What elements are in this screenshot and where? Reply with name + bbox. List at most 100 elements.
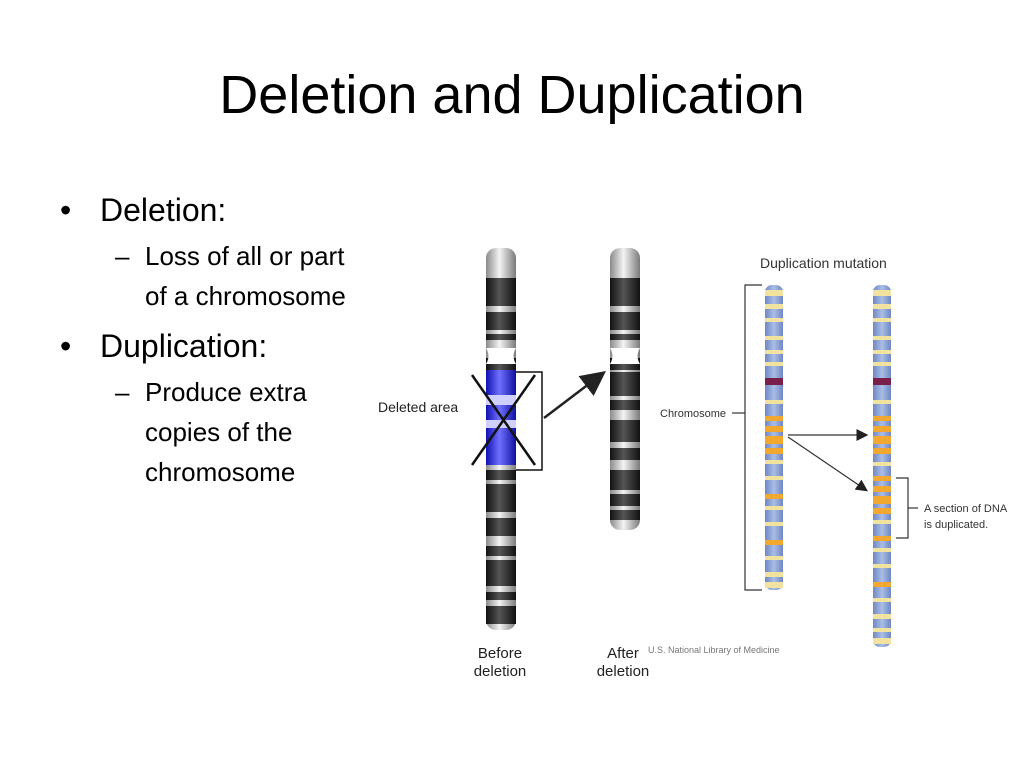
- chromosome-band: [610, 510, 640, 520]
- chromosome-band: [486, 300, 516, 306]
- chromosome-band: [486, 518, 516, 536]
- chromosome-band: [873, 336, 891, 340]
- centromere: [610, 348, 640, 364]
- chromosome-band: [765, 556, 783, 560]
- chromosome-duplicated: [873, 285, 891, 647]
- chromosome-band: [873, 426, 891, 432]
- duplication-arrow-lower: [787, 436, 868, 492]
- chromosome-band: [765, 362, 783, 366]
- bullet-text: Deletion:: [100, 192, 227, 228]
- chromosome-band: [873, 536, 891, 541]
- chromosome-original: [765, 285, 783, 590]
- chromosome-band: [873, 598, 891, 602]
- chromosome-band: [765, 494, 783, 499]
- chromosome-band: [486, 592, 516, 600]
- credit-text: U.S. National Library of Medicine: [648, 645, 780, 655]
- deleted-area-label: Deleted area: [378, 399, 458, 415]
- chromosome-band: [765, 426, 783, 432]
- chromosome-band: [765, 572, 783, 577]
- chromosome-band: [486, 278, 516, 300]
- sub-bullet-text: Produce extra copies of the chromosome: [145, 377, 307, 487]
- before-label-line1: Before: [478, 645, 522, 662]
- chromosome-band: [486, 334, 516, 340]
- chromosome-band: [610, 420, 640, 442]
- after-label-line1: After: [607, 645, 639, 662]
- duplication-title: Duplication mutation: [760, 255, 887, 271]
- chromosome-band: [873, 614, 891, 619]
- chromosome-band: [765, 318, 783, 322]
- chromosome-band: [486, 484, 516, 512]
- bullet-marker: •: [60, 192, 72, 228]
- chromosome-band: [765, 460, 783, 464]
- chromosome-band: [873, 582, 891, 587]
- chromosome-band: [873, 486, 891, 492]
- chromosome-band: [873, 520, 891, 524]
- chromosome-band: [610, 278, 640, 300]
- chromosome-band: [873, 290, 891, 296]
- chromosome-band: [873, 378, 891, 385]
- chromosome-band: [873, 448, 891, 454]
- chromosome-band: [765, 506, 783, 510]
- chromosome-before-deletion: [470, 248, 543, 630]
- chromosome-band: [610, 372, 640, 396]
- chromosome-band: [873, 628, 891, 632]
- chromosome-band: [765, 540, 783, 545]
- chromosome-band: [765, 350, 783, 354]
- deletion-arrow: [543, 370, 606, 419]
- chromosome-bracket: [744, 284, 762, 591]
- chromosome-band: [765, 400, 783, 404]
- cross-mark-line: [470, 374, 537, 466]
- chromosome-after-deletion: [610, 248, 640, 530]
- deleted-band-light: [486, 395, 516, 405]
- chromosome-band: [765, 416, 783, 421]
- chromosome-band: [486, 546, 516, 556]
- chromosome-band: [765, 378, 783, 385]
- bullet-list: • Deletion: – Loss of all or part of a c…: [60, 188, 360, 500]
- chromosome-band: [873, 350, 891, 354]
- chromosome-band: [610, 448, 640, 460]
- chromosome-band: [610, 494, 640, 506]
- chromosome-band: [765, 476, 783, 480]
- chromosome-band: [873, 416, 891, 421]
- bullet-duplication: • Duplication:: [60, 324, 360, 368]
- chromosome-band: [873, 548, 891, 552]
- chromosome-band: [610, 400, 640, 410]
- sub-bullet-marker: –: [115, 241, 130, 271]
- chromosome-band: [765, 582, 783, 588]
- chromosome-band: [765, 290, 783, 296]
- chromosome-band: [610, 334, 640, 340]
- chromosome-band: [873, 496, 891, 504]
- deleted-bracket: [516, 371, 543, 471]
- bullet-deletion: • Deletion:: [60, 188, 360, 232]
- chromosome-band: [873, 564, 891, 568]
- chromosome-band: [765, 522, 783, 526]
- sub-bullet-deletion: – Loss of all or part of a chromosome: [115, 236, 360, 316]
- chromosome-band: [486, 606, 516, 624]
- chromosome-band: [765, 436, 783, 444]
- chromosome-band: [765, 448, 783, 454]
- chromosome-band: [610, 312, 640, 330]
- duplicated-section-label-line1: A section of DNA: [924, 503, 1008, 515]
- chromosome-band: [610, 300, 640, 306]
- centromere: [486, 348, 516, 364]
- sub-bullet-duplication: – Produce extra copies of the chromosome: [115, 372, 360, 492]
- chromosome-band: [873, 304, 891, 309]
- sub-bullet-text: Loss of all or part of a chromosome: [145, 241, 346, 311]
- sub-bullet-marker: –: [115, 377, 130, 407]
- after-label-line2: deletion: [597, 663, 650, 680]
- chromosome-band: [873, 436, 891, 444]
- bullet-text: Duplication:: [100, 328, 268, 364]
- chromosome-band: [873, 400, 891, 404]
- chromosome-band: [873, 462, 891, 466]
- slide-title: Deletion and Duplication: [219, 65, 805, 125]
- chromosome-band: [610, 470, 640, 490]
- bullet-marker: •: [60, 328, 72, 364]
- chromosome-band: [873, 638, 891, 644]
- chromosome-band: [486, 470, 516, 480]
- chromosome-band: [765, 336, 783, 340]
- before-label-line2: deletion: [474, 663, 527, 680]
- chromosome-band: [873, 362, 891, 366]
- chromosome-band: [873, 318, 891, 322]
- chromosome-label: Chromosome: [660, 408, 726, 420]
